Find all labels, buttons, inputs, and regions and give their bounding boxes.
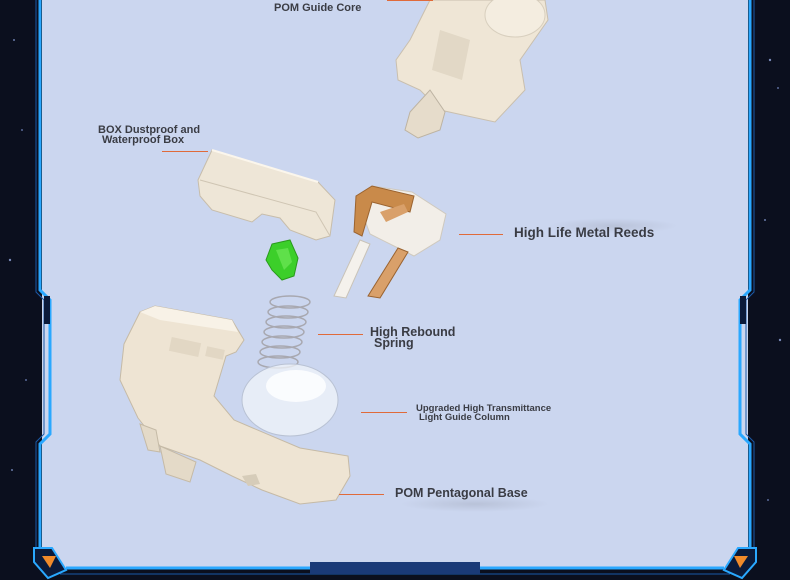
smudge-base bbox=[400, 496, 550, 512]
label-light-guide-line1: Upgraded High Transmittance bbox=[416, 403, 552, 414]
label-base: POM Pentagonal Base bbox=[395, 486, 528, 500]
label-spring-line1: High Rebound bbox=[370, 325, 456, 339]
leader-base bbox=[339, 494, 384, 495]
spring-part bbox=[257, 295, 311, 369]
label-metal-reeds: High Life Metal Reeds bbox=[514, 225, 655, 240]
leader-light-guide bbox=[361, 412, 407, 413]
smudge-reeds bbox=[548, 218, 678, 234]
label-dustproof-line1: BOX Dustproof and bbox=[98, 124, 201, 136]
leader-dustproof bbox=[162, 151, 208, 152]
corner-arrow-left-icon bbox=[42, 556, 56, 568]
dustproof-box-part bbox=[197, 149, 336, 241]
guide-core-part bbox=[395, 0, 549, 139]
light-guide-part bbox=[241, 363, 339, 437]
label-light-guide-line2: Light Guide Column bbox=[419, 412, 510, 423]
leader-spring bbox=[318, 334, 363, 335]
corner-arrow-right-icon bbox=[734, 556, 748, 568]
label-spring-line2: Spring bbox=[374, 336, 414, 350]
pentagonal-base-part bbox=[119, 305, 351, 505]
label-guide-core: POM Guide Core bbox=[274, 2, 362, 14]
metal-reeds-part bbox=[333, 185, 447, 299]
content-panel bbox=[42, 0, 748, 568]
leader-guide-core bbox=[387, 0, 433, 1]
leader-metal-reeds bbox=[459, 234, 503, 235]
green-slider-part bbox=[265, 239, 299, 281]
label-dustproof-line2: Waterproof Box bbox=[102, 134, 185, 146]
